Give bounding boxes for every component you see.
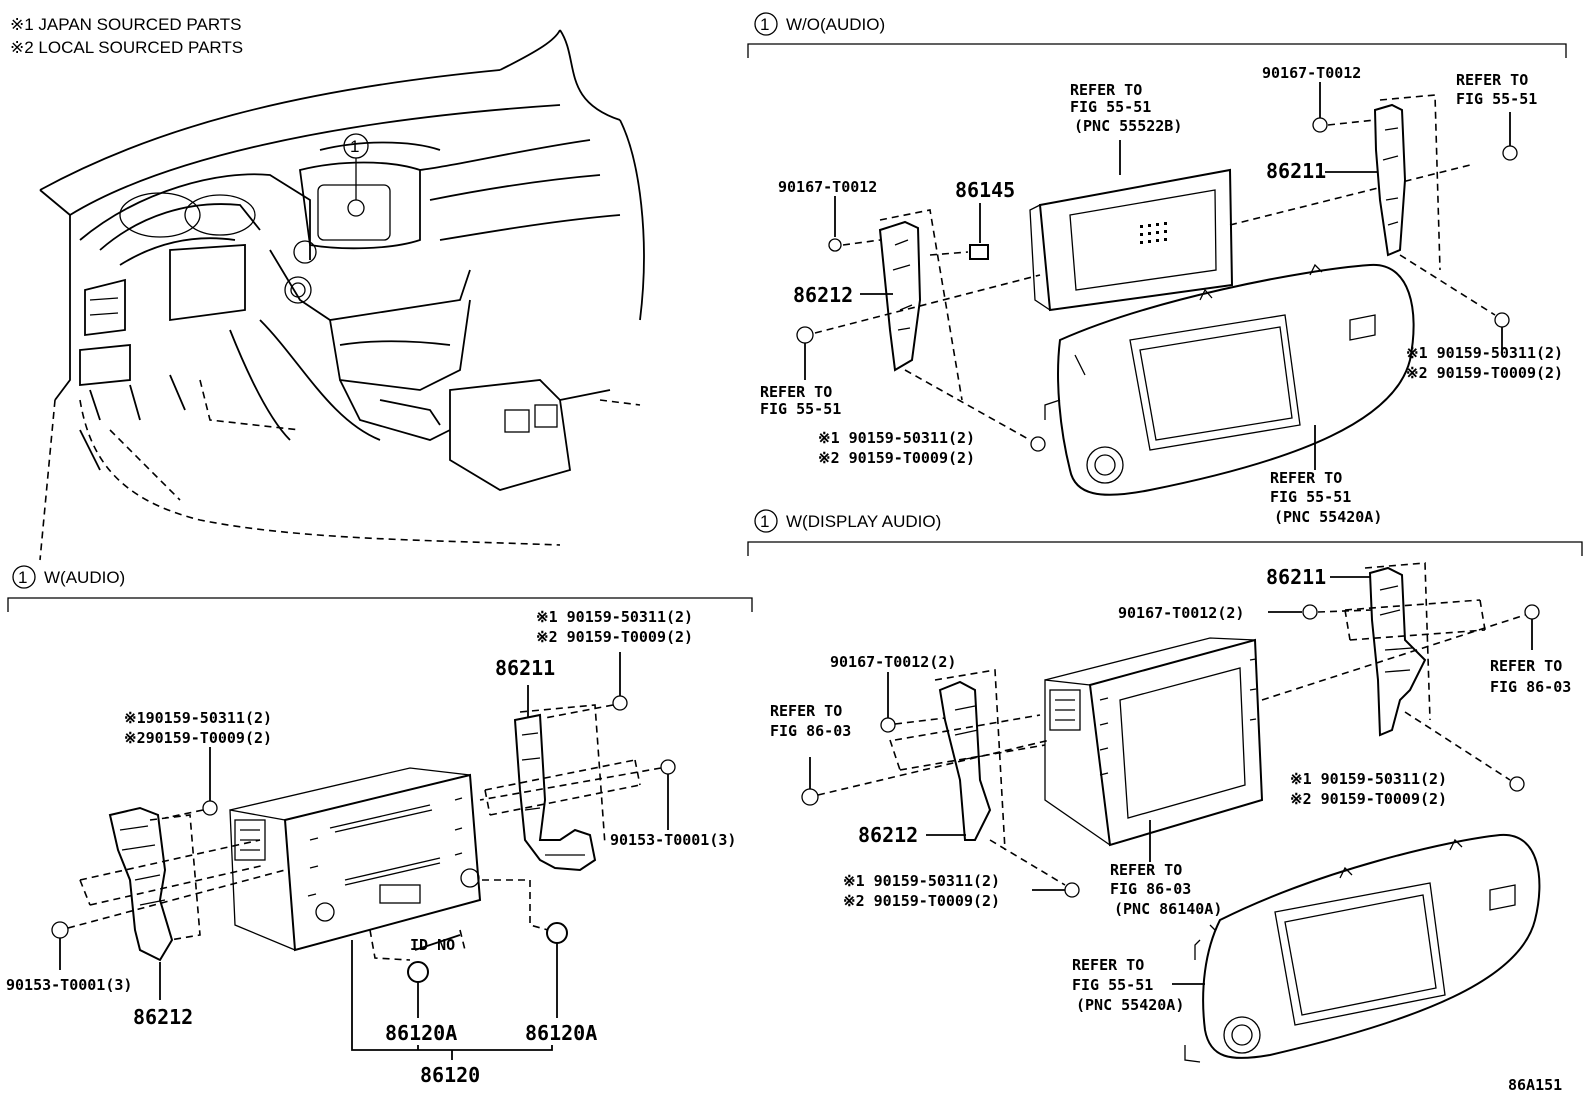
wo-screw-left-line2: ※2 90159-T0009(2): [818, 449, 975, 467]
section-w-audio: 1 W(AUDIO) ID NO 86120A 86120A 86120: [6, 565, 753, 1087]
wo-ref-left-line1: REFER TO: [760, 383, 832, 401]
section-w-display-audio: 1 W(DISPLAY AUDIO) REFER TO FIG 86-03 (P…: [747, 509, 1583, 1063]
wd-part-90167-t0012-top: 90167-T0012(2): [1118, 604, 1244, 622]
wo-ref-bottom-pnc: (PNC 55420A): [1274, 508, 1382, 526]
wa-screw-left-line1: ※190159-50311(2): [124, 709, 272, 727]
wo-ref-right-line1: REFER TO: [1456, 71, 1528, 89]
note-japan-sourced: ※1 JAPAN SOURCED PARTS: [10, 15, 242, 34]
wa-screw-left-line2: ※290159-T0009(2): [124, 729, 272, 747]
wo-ref-bottom-line2: FIG 55-51: [1270, 488, 1351, 506]
wo-screw-right-line2: ※2 90159-T0009(2): [1406, 364, 1563, 382]
wa-screw-top-line1: ※1 90159-50311(2): [536, 608, 693, 626]
wa-id-no: ID NO: [410, 936, 455, 954]
wd-ref-right-line2: FIG 86-03: [1490, 678, 1571, 696]
wd-screw-bottom-line2: ※2 90159-T0009(2): [843, 892, 1000, 910]
wd-ref-mid-line2: FIG 86-03: [1110, 880, 1191, 898]
wa-part-86120a-right: 86120A: [525, 1021, 597, 1045]
wo-ref-top-line1: REFER TO: [1070, 81, 1142, 99]
wd-part-86211: 86211: [1266, 565, 1326, 589]
wo-part-90167-t0012-right: 90167-T0012: [1262, 64, 1361, 82]
wd-ref-mid-line1: REFER TO: [1110, 861, 1182, 879]
wa-part-86212: 86212: [133, 1005, 193, 1029]
wd-part-90167-t0012-left: 90167-T0012(2): [830, 653, 956, 671]
wa-part-86211: 86211: [495, 656, 555, 680]
wa-part-86120a-left: 86120A: [385, 1021, 457, 1045]
dashboard-illustration: 1: [39, 29, 645, 561]
figure-code: 86A151: [1508, 1076, 1562, 1094]
wd-screw-bottom-line1: ※1 90159-50311(2): [843, 872, 1000, 890]
wo-ref-top-line2: FIG 55-51: [1070, 98, 1151, 116]
section-w-audio-title: W(AUDIO): [44, 568, 125, 587]
section-wo-audio-title: W/O(AUDIO): [786, 15, 885, 34]
wd-screw-right-line1: ※1 90159-50311(2): [1290, 770, 1447, 788]
wo-part-86145: 86145: [955, 178, 1015, 202]
wo-part-90167-t0012-left: 90167-T0012: [778, 178, 877, 196]
wo-screw-left-line1: ※1 90159-50311(2): [818, 429, 975, 447]
section-wo-audio: 1 W/O(AUDIO) REFER TO FIG 55-51 (PNC 555…: [747, 12, 1567, 526]
wd-ref-bezel-pnc: (PNC 55420A): [1076, 996, 1184, 1014]
wo-ref-bottom-line1: REFER TO: [1270, 469, 1342, 487]
wd-screw-right-line2: ※2 90159-T0009(2): [1290, 790, 1447, 808]
wa-part-90153-t0001-left: 90153-T0001(3): [6, 976, 132, 994]
overview-callout-number: 1: [350, 137, 359, 156]
wo-screw-right-line1: ※1 90159-50311(2): [1406, 344, 1563, 362]
wo-ref-left-line2: FIG 55-51: [760, 400, 841, 418]
section-w-display-audio-number: 1: [760, 512, 769, 531]
wa-screw-top-line2: ※2 90159-T0009(2): [536, 628, 693, 646]
section-wo-audio-number: 1: [760, 15, 769, 34]
section-w-audio-number: 1: [18, 568, 27, 587]
wd-ref-right-line1: REFER TO: [1490, 657, 1562, 675]
wo-ref-right-line2: FIG 55-51: [1456, 90, 1537, 108]
wo-ref-top-pnc: (PNC 55522B): [1074, 117, 1182, 135]
wo-part-86212: 86212: [793, 283, 853, 307]
wd-part-86212: 86212: [858, 823, 918, 847]
section-w-display-audio-title: W(DISPLAY AUDIO): [786, 512, 941, 531]
wa-part-90153-t0001-right: 90153-T0001(3): [610, 831, 736, 849]
wd-ref-bezel-line1: REFER TO: [1072, 956, 1144, 974]
wd-ref-mid-pnc: (PNC 86140A): [1114, 900, 1222, 918]
note-local-sourced: ※2 LOCAL SOURCED PARTS: [10, 38, 243, 57]
wd-ref-bezel-line2: FIG 55-51: [1072, 976, 1153, 994]
wo-part-86211: 86211: [1266, 159, 1326, 183]
wa-part-86120: 86120: [420, 1063, 480, 1087]
wd-ref-left-line1: REFER TO: [770, 702, 842, 720]
wd-ref-left-line2: FIG 86-03: [770, 722, 851, 740]
